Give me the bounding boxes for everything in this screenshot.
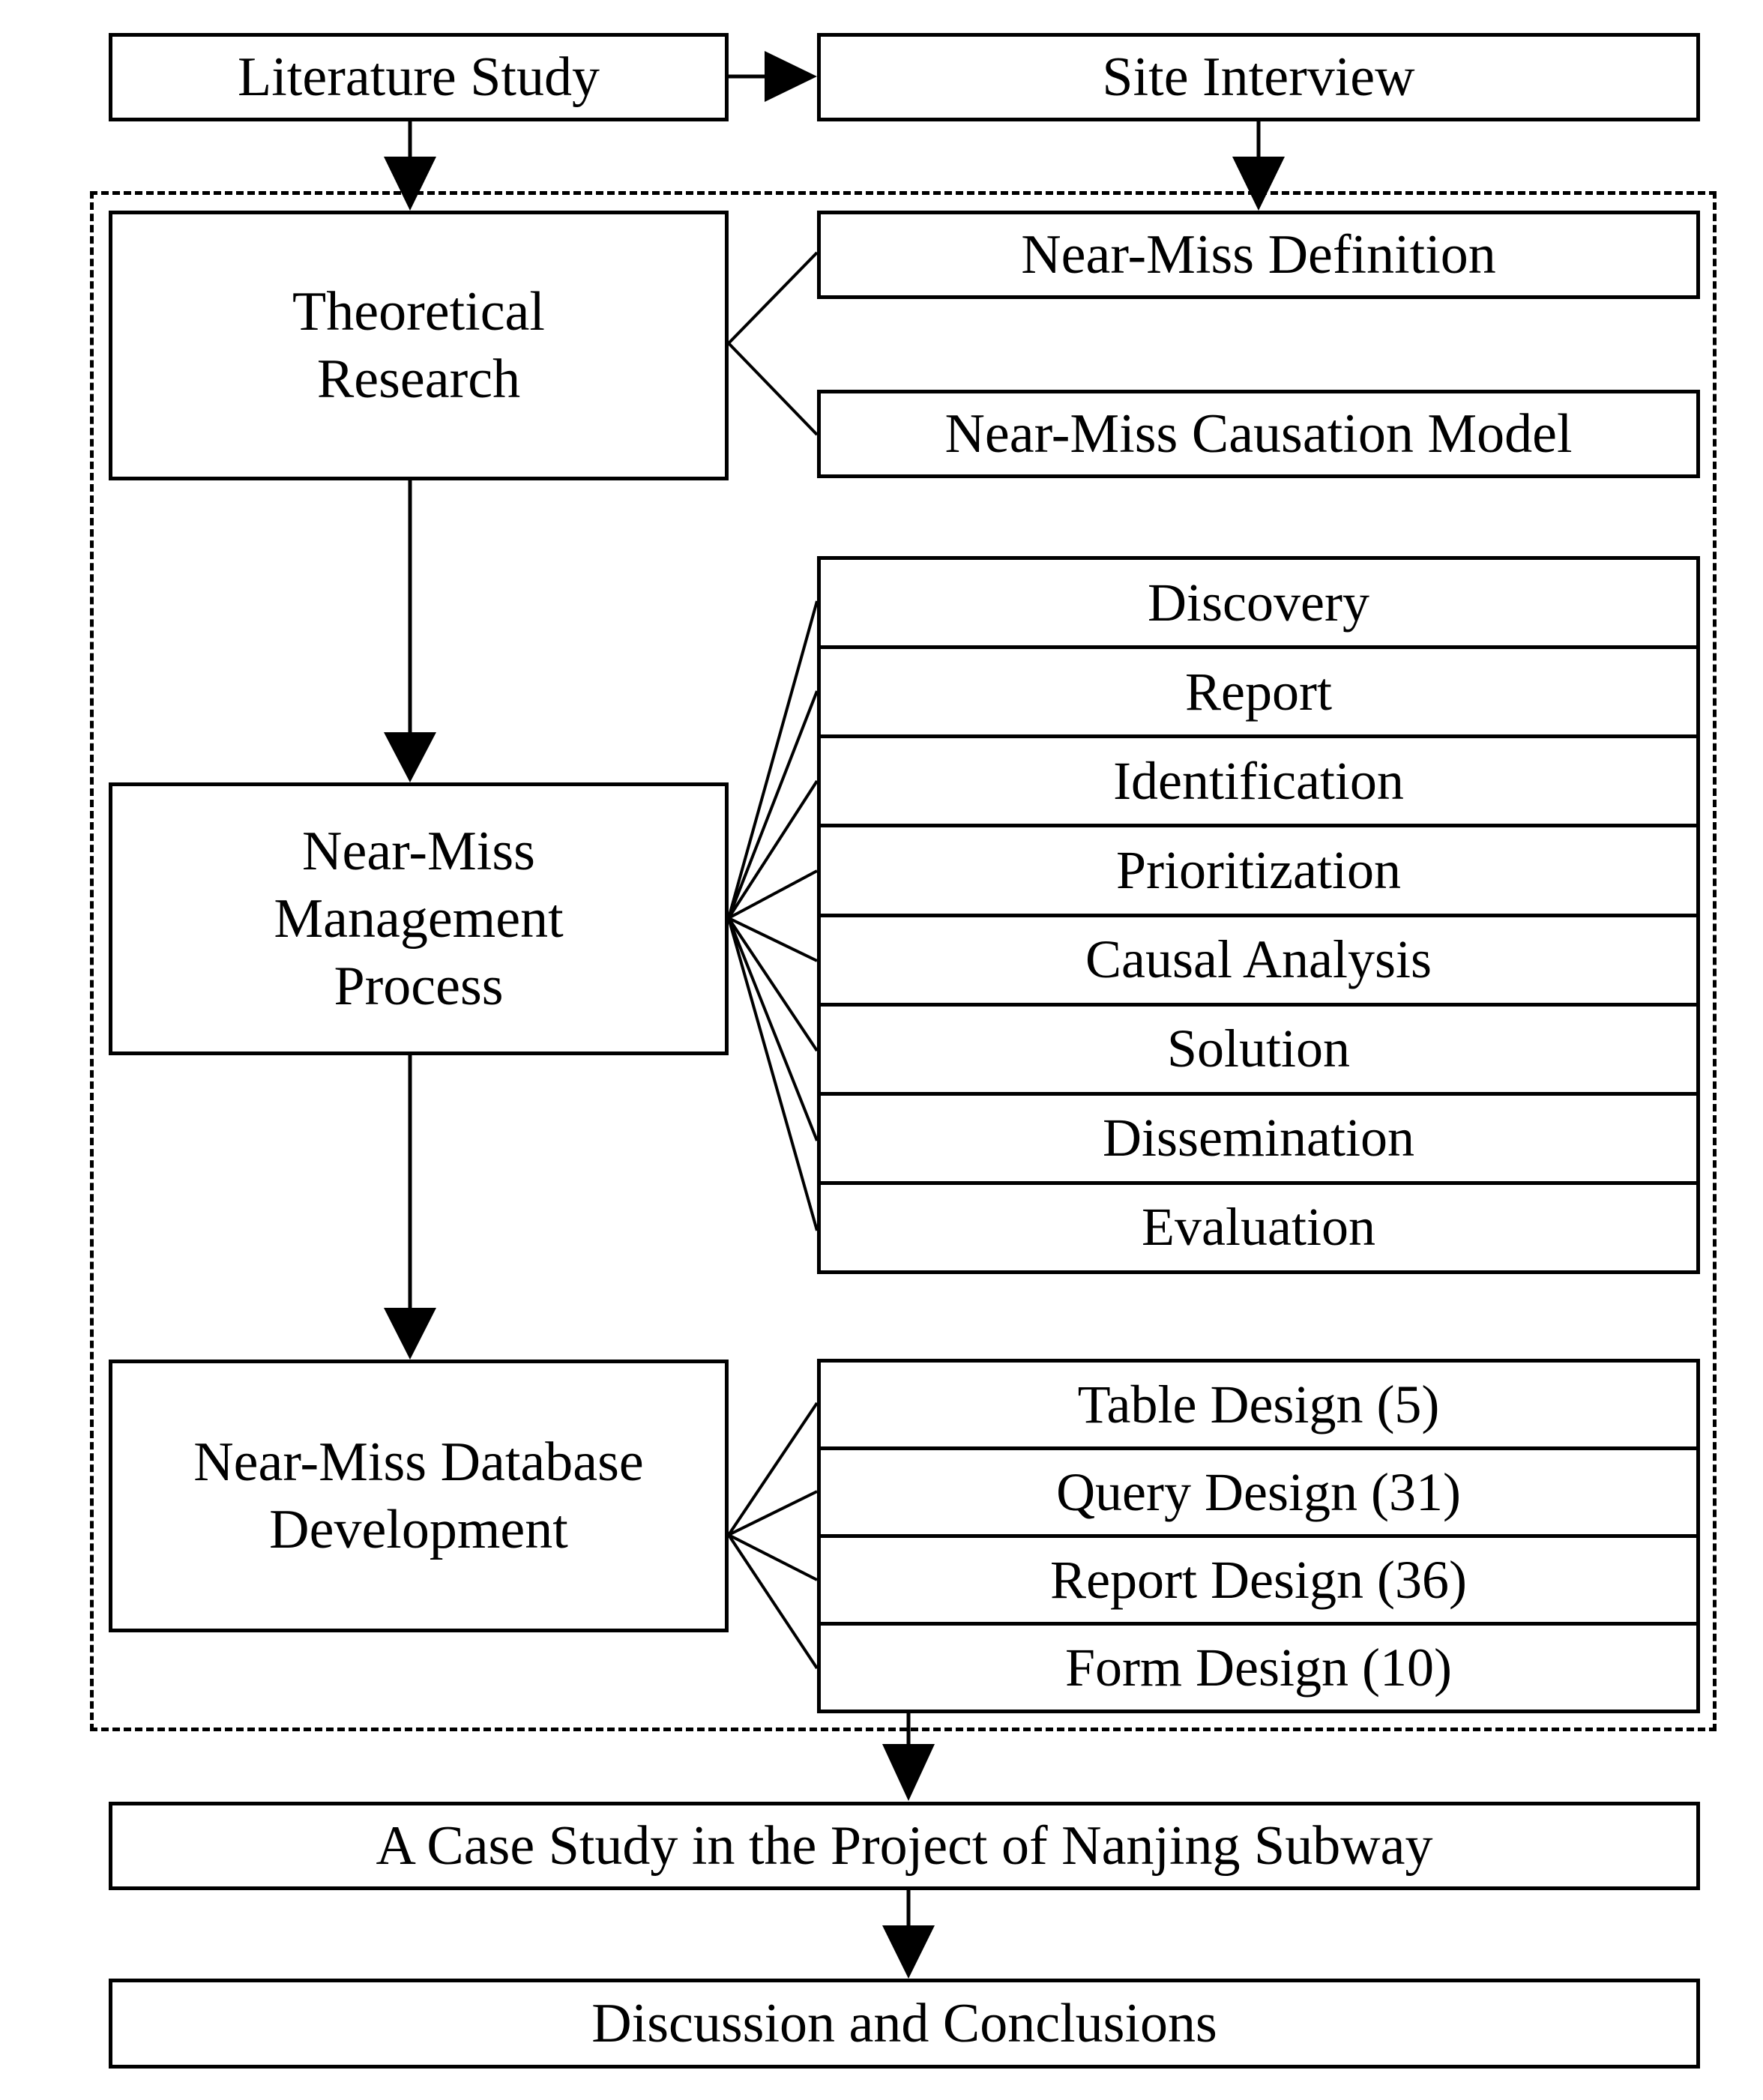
list-item[interactable]: Query Design (31) (821, 1450, 1696, 1538)
node-near-miss-causation-model-label: Near-Miss Causation Model (944, 402, 1573, 465)
node-case-study[interactable]: A Case Study in the Project of Nanjing S… (109, 1802, 1700, 1890)
list-item[interactable]: Report (821, 649, 1696, 739)
list-item[interactable]: Dissemination (821, 1096, 1696, 1185)
dashed-scope-region (90, 191, 1717, 1731)
node-discussion-conclusions-label: Discussion and Conclusions (591, 1992, 1217, 2054)
list-item[interactable]: Form Design (10) (1065, 1637, 1452, 1698)
arrowhead-case-to-discussion (882, 1925, 935, 1979)
node-management-process-label: Near-Miss Management Process (274, 820, 564, 1018)
node-site-interview[interactable]: Site Interview (817, 33, 1700, 121)
node-near-miss-definition-label: Near-Miss Definition (1021, 223, 1496, 286)
node-literature-study[interactable]: Literature Study (109, 33, 729, 121)
list-item[interactable]: Table Design (5) (821, 1363, 1696, 1450)
list-item[interactable]: Report Design (36) (821, 1538, 1696, 1626)
node-theoretical-research-label: Theoretical Research (292, 280, 545, 410)
arrowhead-scope-to-case-study (882, 1744, 935, 1801)
process-steps-list: Discovery Report Identification Prioriti… (817, 556, 1700, 1274)
arrowhead-literature-to-site (765, 51, 817, 102)
node-management-process[interactable]: Near-Miss Management Process (109, 782, 729, 1055)
node-literature-study-label: Literature Study (238, 46, 600, 108)
list-item[interactable]: Prioritization (821, 827, 1696, 917)
node-case-study-label: A Case Study in the Project of Nanjing S… (376, 1814, 1433, 1877)
node-database-development[interactable]: Near-Miss Database Development (109, 1360, 729, 1632)
node-near-miss-causation-model[interactable]: Near-Miss Causation Model (817, 390, 1700, 478)
node-near-miss-definition[interactable]: Near-Miss Definition (817, 211, 1700, 299)
list-item[interactable]: Identification (821, 738, 1696, 828)
database-items-list: Table Design (5) Query Design (31) Repor… (817, 1359, 1700, 1713)
list-item[interactable]: Causal Analysis (821, 917, 1696, 1007)
node-theoretical-research[interactable]: Theoretical Research (109, 211, 729, 480)
list-item[interactable]: Solution (821, 1007, 1696, 1096)
list-item[interactable]: Evaluation (1142, 1197, 1375, 1258)
node-database-development-label: Near-Miss Database Development (193, 1431, 644, 1560)
node-site-interview-label: Site Interview (1102, 46, 1415, 108)
list-item[interactable]: Discovery (821, 560, 1696, 650)
node-discussion-conclusions[interactable]: Discussion and Conclusions (109, 1979, 1700, 2069)
